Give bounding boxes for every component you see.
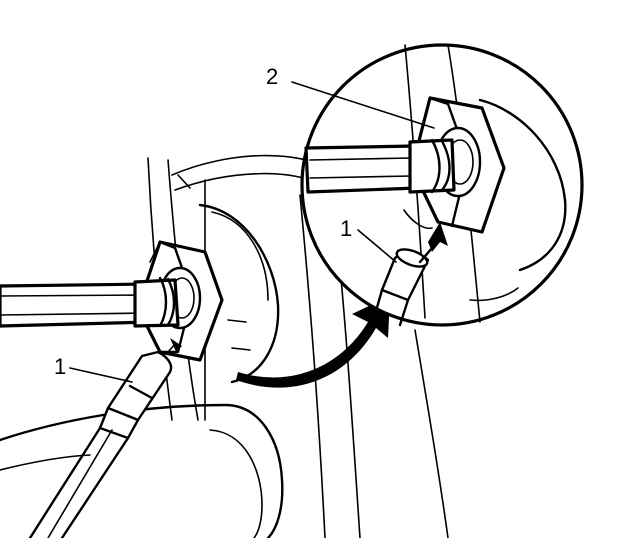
callout-2-inset: 2 — [266, 64, 278, 89]
leader-lines — [69, 81, 435, 383]
hex-nut-main — [133, 240, 224, 362]
callout-1-main: 1 — [54, 354, 66, 379]
callout-1-inset: 1 — [340, 216, 352, 241]
inset-magnifier — [300, 43, 584, 327]
brake-pipe-main — [0, 282, 154, 328]
bleeder-tool-main — [28, 338, 182, 538]
